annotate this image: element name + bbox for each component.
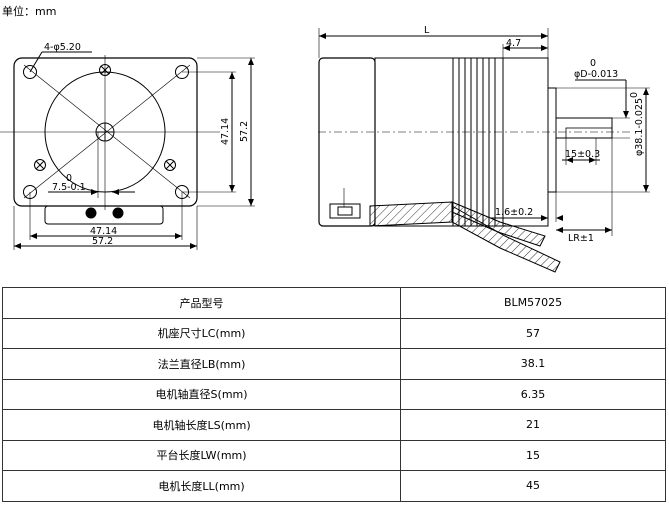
width-inner-label: 47.14 bbox=[90, 226, 117, 237]
row-label: 电机轴长度LS(mm) bbox=[1, 409, 402, 441]
front-view bbox=[0, 51, 255, 250]
row-value: 21 bbox=[400, 409, 666, 441]
step-label: 1.6±0.2 bbox=[495, 207, 533, 218]
table-row: 电机轴直径S(mm) 6.35 bbox=[1, 378, 666, 410]
row-label: 平台长度LW(mm) bbox=[1, 439, 402, 471]
table-row: 机座尺寸LC(mm) 57 bbox=[1, 317, 666, 349]
unit-label: 单位：mm bbox=[2, 5, 57, 18]
row-value: 15 bbox=[400, 439, 666, 471]
boss-label: φ38.1-0.025 bbox=[634, 98, 645, 156]
row-label: 法兰直径LB(mm) bbox=[1, 348, 402, 380]
offset-label-bottom: 7.5-0.1 bbox=[52, 182, 86, 193]
shaft-len-label: LR±1 bbox=[568, 233, 594, 244]
height-outer-label: 57.2 bbox=[239, 121, 250, 142]
table-row: 平台长度LW(mm) 15 bbox=[1, 439, 666, 471]
shaft-tol-top: 0 bbox=[590, 58, 596, 69]
row-value: 38.1 bbox=[400, 348, 666, 380]
flange-label: 4.7 bbox=[506, 38, 521, 49]
row-value: 45 bbox=[400, 470, 666, 502]
table-row: 电机长度LL(mm) 45 bbox=[1, 470, 666, 502]
offset-label-top: 0 bbox=[66, 173, 72, 184]
width-outer-label: 57.2 bbox=[92, 236, 113, 247]
motor-drawing: 4-φ5.20 0 7.5-0.1 47.14 57.2 47.14 57.2 … bbox=[0, 25, 650, 273]
row-label: 电机长度LL(mm) bbox=[1, 470, 402, 502]
table-row: 产品型号 BLM57025 bbox=[1, 287, 666, 319]
spec-table: 产品型号 BLM57025 机座尺寸LC(mm) 57 法兰直径LB(mm) 3… bbox=[1, 287, 666, 502]
row-value: BLM57025 bbox=[400, 287, 666, 319]
flat-label: 15±0.3 bbox=[565, 149, 600, 160]
row-value: 6.35 bbox=[400, 378, 666, 410]
row-label: 电机轴直径S(mm) bbox=[1, 378, 402, 410]
table-row: 电机轴长度LS(mm) 21 bbox=[1, 409, 666, 441]
shaft-tol-bottom: φD-0.013 bbox=[574, 69, 618, 80]
height-inner-label: 47.14 bbox=[220, 118, 231, 145]
length-label: L bbox=[424, 25, 430, 36]
side-view bbox=[318, 28, 650, 273]
shaft-zero-label: 0 bbox=[629, 92, 640, 98]
row-label: 产品型号 bbox=[1, 287, 402, 319]
row-value: 57 bbox=[400, 317, 666, 349]
table-row: 法兰直径LB(mm) 38.1 bbox=[1, 348, 666, 380]
row-label: 机座尺寸LC(mm) bbox=[1, 317, 402, 349]
hole-label: 4-φ5.20 bbox=[44, 42, 81, 53]
